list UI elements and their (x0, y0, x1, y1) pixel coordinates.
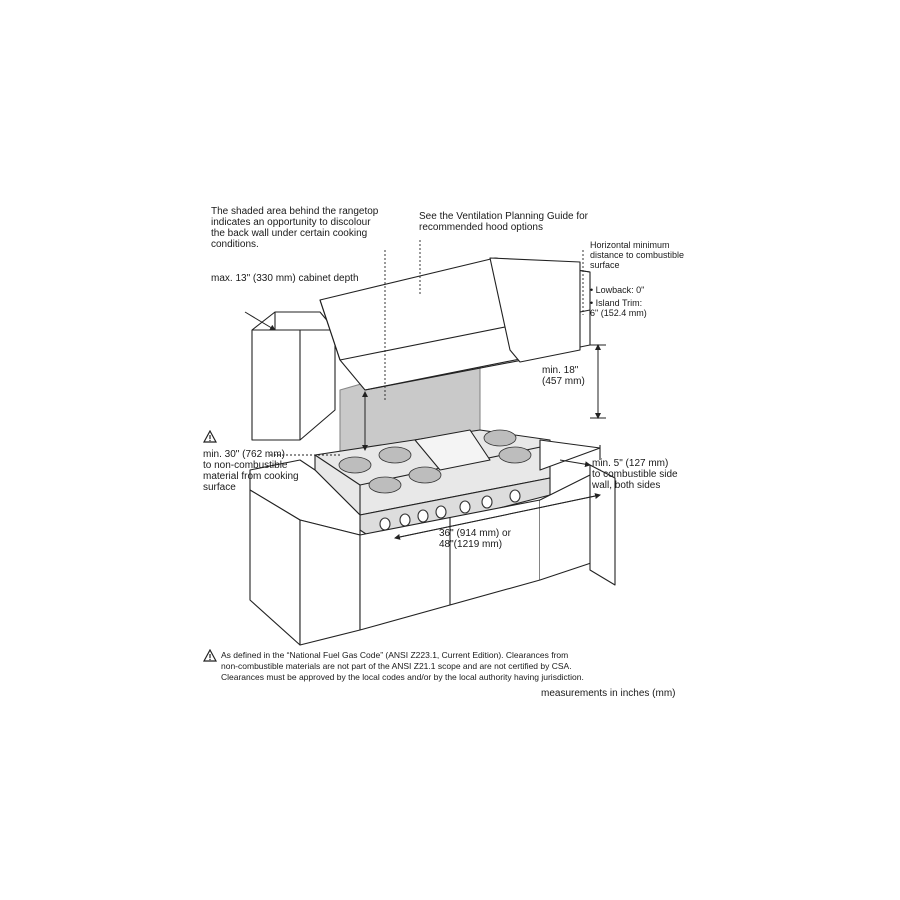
right-upper-cabinet (489, 257, 581, 363)
min-18-note: min. 18" (457 mm) (542, 365, 585, 387)
ventilation-note: See the Ventilation Planning Guide for r… (419, 211, 589, 233)
control-knob (379, 517, 391, 531)
control-knob (509, 489, 521, 503)
lowback-note: • Lowback: 0" (590, 285, 645, 295)
control-knob (417, 509, 429, 523)
min-30-note: min. 30" (762 mm) to non-combustible mat… (203, 449, 299, 493)
griddle (414, 429, 491, 471)
min-5-note: min. 5" (127 mm) to combustible side wal… (592, 458, 678, 491)
width-note: 36" (914 mm) or 48"(1219 mm) (439, 528, 511, 550)
left-upper-cabinet (251, 311, 336, 441)
island-trim-note: • Island Trim: 6" (152.4 mm) (590, 298, 647, 318)
warning-triangle-icon (202, 648, 218, 662)
burner (498, 446, 532, 464)
control-knob (399, 513, 411, 527)
shaded-area-note: The shaded area behind the rangetop indi… (211, 206, 379, 250)
cabinet-depth-note: max. 13" (330 mm) cabinet depth (211, 273, 359, 284)
burner (368, 476, 402, 494)
burner (378, 446, 412, 464)
control-knob (435, 505, 447, 519)
control-knob (459, 500, 471, 514)
burner (408, 466, 442, 484)
units-note: measurements in inches (mm) (541, 688, 676, 699)
burner (483, 429, 517, 447)
burner (338, 456, 372, 474)
warning-triangle-icon (202, 429, 218, 443)
horizontal-minimum-note: Horizontal minimum distance to combustib… (590, 240, 685, 270)
footnote: As defined in the “National Fuel Gas Cod… (221, 650, 584, 682)
control-knob (481, 495, 493, 509)
